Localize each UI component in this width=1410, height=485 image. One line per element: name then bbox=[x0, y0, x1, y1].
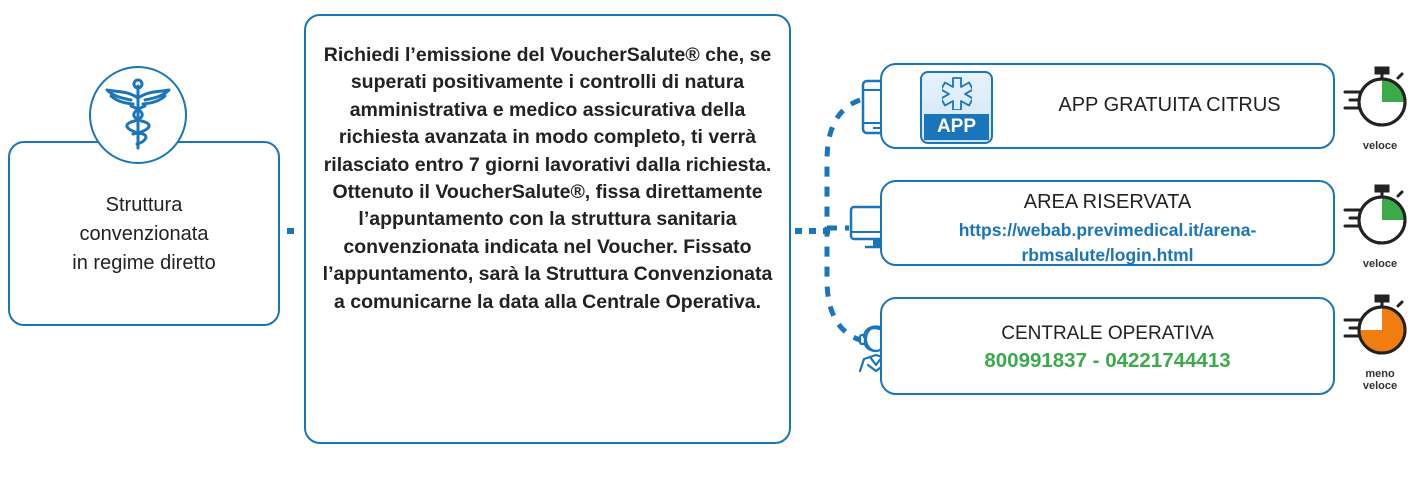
caduceus-icon bbox=[89, 66, 187, 164]
area-link-line-2[interactable]: rbmsalute/login.html bbox=[1021, 245, 1194, 265]
timer-1-label: veloce bbox=[1362, 140, 1398, 152]
stopwatch-fast-icon bbox=[1343, 184, 1407, 245]
stopwatch-fast-icon bbox=[1343, 66, 1407, 127]
medical-star-icon bbox=[942, 77, 972, 110]
channel-app: APP APP GRATUITA CITRUS bbox=[880, 63, 1335, 149]
app-badge: APP bbox=[920, 71, 993, 144]
connector-center bbox=[795, 228, 835, 234]
structure-card-text: Struttura convenzionata in regime dirett… bbox=[10, 191, 278, 278]
timer-3-label-line-2: veloce bbox=[1362, 380, 1398, 392]
structure-line-1: Struttura bbox=[105, 194, 183, 216]
branch-connector bbox=[824, 97, 861, 343]
connector-left bbox=[287, 228, 299, 234]
procedure-card: Richiedi l’emissione del VoucherSalute® … bbox=[304, 14, 791, 444]
co-phones[interactable]: 800991837 - 04221744413 bbox=[984, 349, 1231, 372]
procedure-text: Richiedi l’emissione del VoucherSalute® … bbox=[322, 44, 773, 313]
app-badge-label: APP bbox=[924, 114, 989, 140]
timer-3-label: meno veloce bbox=[1350, 368, 1410, 392]
channel-area-riservata: AREA RISERVATA https://webab.previmedica… bbox=[880, 180, 1335, 266]
timer-2-label: veloce bbox=[1362, 258, 1398, 270]
structure-card: Struttura convenzionata in regime dirett… bbox=[8, 141, 280, 326]
structure-line-2: convenzionata bbox=[79, 223, 209, 245]
area-link[interactable]: https://webab.previmedical.it/arena- rbm… bbox=[882, 218, 1333, 268]
structure-line-3: in regime diretto bbox=[72, 252, 216, 274]
area-link-line-1[interactable]: https://webab.previmedical.it/arena- bbox=[958, 220, 1257, 240]
timer-3-label-line-1: meno bbox=[1365, 368, 1395, 380]
co-title: CENTRALE OPERATIVA bbox=[1001, 323, 1214, 344]
area-title: AREA RISERVATA bbox=[1023, 191, 1192, 213]
channel-centrale-operativa: CENTRALE OPERATIVA 800991837 - 042217444… bbox=[880, 297, 1335, 395]
app-title: APP GRATUITA CITRUS bbox=[1058, 94, 1281, 116]
stopwatch-slow-icon bbox=[1343, 294, 1407, 355]
